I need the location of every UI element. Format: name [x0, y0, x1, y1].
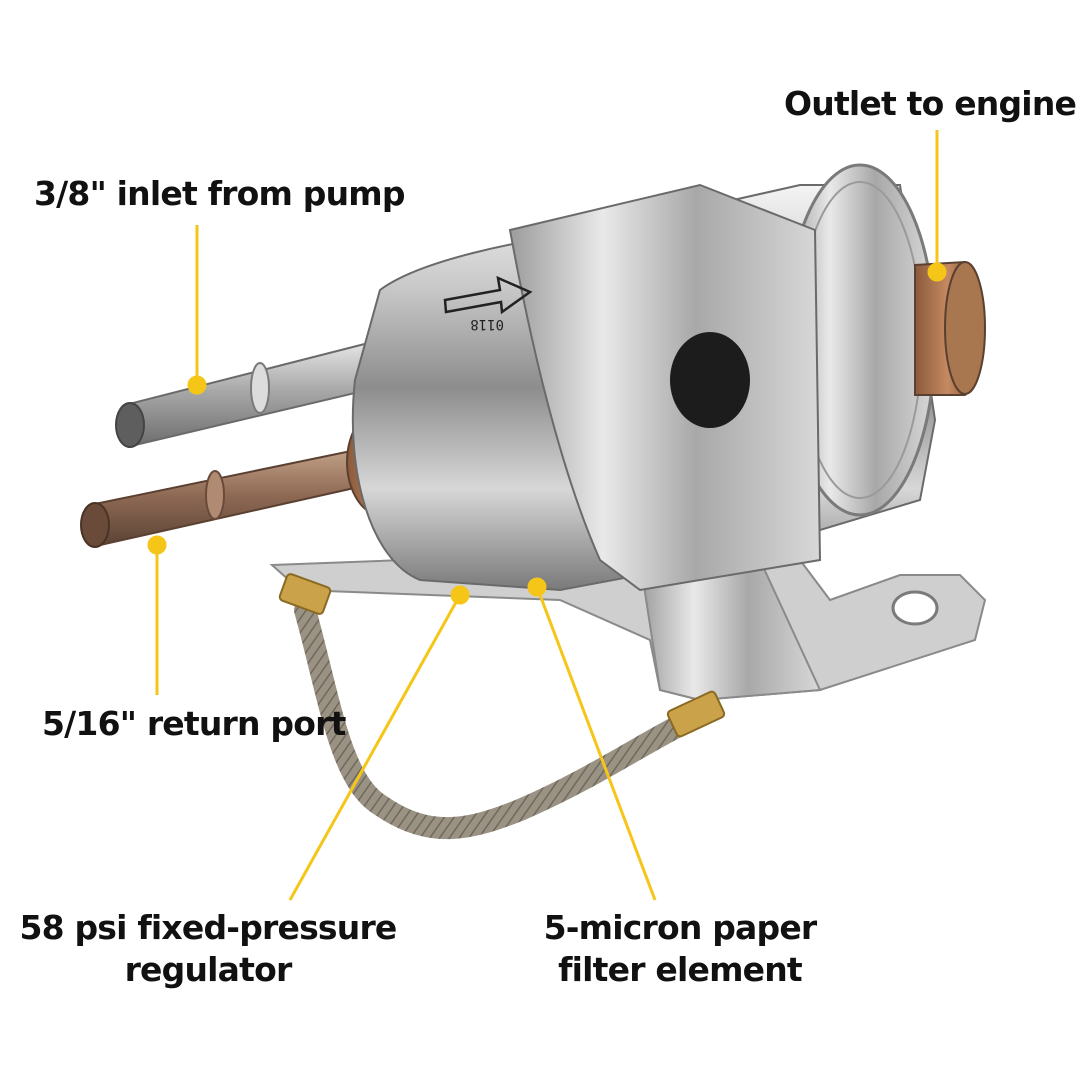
- leader-dot-outlet: [927, 262, 947, 282]
- mounting-bracket: [269, 553, 987, 702]
- label-return-port: 5/16" return port: [42, 704, 346, 743]
- leader-dot-regulator: [450, 585, 470, 605]
- terminal-right: [666, 690, 726, 738]
- ground-strap: [278, 573, 726, 840]
- terminal-left: [278, 573, 332, 615]
- label-filter-line2: filter element: [558, 950, 803, 989]
- bracket-hole: [891, 590, 939, 626]
- leader-lines: [147, 130, 947, 901]
- leader-dot-inlet: [187, 375, 207, 395]
- label-regulator: 58 psi fixed-pressure regulator: [18, 907, 398, 991]
- label-filter: 5-micron paper filter element: [520, 907, 840, 991]
- leader-filter: [535, 586, 657, 901]
- label-regulator-line2: regulator: [124, 950, 293, 989]
- part-marking: 0118: [470, 316, 504, 332]
- band-rubber-grommet: [670, 332, 750, 428]
- label-inlet: 3/8" inlet from pump: [34, 174, 406, 213]
- leader-regulator: [288, 594, 462, 901]
- label-outlet: Outlet to engine: [784, 84, 1077, 123]
- flow-arrow-icon: [443, 275, 533, 315]
- outlet-nozzle: [914, 260, 986, 396]
- label-filter-line1: 5-micron paper: [543, 908, 818, 947]
- leader-dot-filter: [527, 577, 547, 597]
- filter-canister: 0118: [351, 163, 937, 592]
- leader-dot-return-port: [147, 535, 167, 555]
- label-regulator-line1: 58 psi fixed-pressure: [19, 908, 397, 947]
